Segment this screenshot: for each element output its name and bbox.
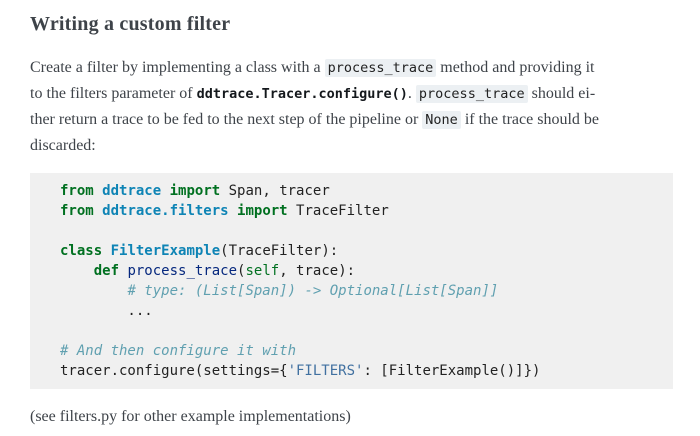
- code-token: [94, 203, 102, 219]
- code-token: # type: (List[Span]) -> Optional[List[Sp…: [127, 283, 499, 299]
- paragraph-line: Create a filter by implementing a class …: [30, 55, 688, 81]
- code-token: [102, 243, 110, 259]
- code-token: Span, tracer: [220, 183, 330, 199]
- text-segment: ther return a trace to be fed to the nex…: [30, 111, 423, 128]
- code-token: [94, 183, 102, 199]
- code-token: , trace):: [279, 263, 356, 279]
- text-segment: .: [407, 85, 416, 102]
- code-line: [60, 221, 643, 241]
- code-line: class FilterExample(TraceFilter):: [60, 241, 643, 261]
- code-token: from: [60, 183, 94, 199]
- code-token: [60, 283, 127, 299]
- code-token: tracer.configure(settings={: [60, 363, 288, 379]
- code-token: (TraceFilter):: [220, 243, 339, 259]
- code-line: def process_trace(self, trace):: [60, 261, 643, 281]
- text-segment: discarded:: [30, 137, 96, 154]
- code-line: from ddtrace.filters import TraceFilter: [60, 201, 643, 221]
- code-token: TraceFilter: [287, 203, 389, 219]
- inline-code: process_trace: [415, 85, 528, 103]
- paragraph-line: to the filters parameter of ddtrace.Trac…: [30, 81, 688, 107]
- paragraph-line: discarded:: [30, 133, 688, 159]
- code-token: : [FilterExample()]}): [363, 363, 541, 379]
- code-token: [229, 203, 237, 219]
- code-line: tracer.configure(settings={'FILTERS': [F…: [60, 361, 643, 381]
- inline-code: process_trace: [324, 59, 437, 77]
- section-heading: Writing a custom filter: [30, 13, 231, 35]
- paragraph-line: ther return a trace to be fed to the nex…: [30, 107, 688, 133]
- inline-code: None: [422, 111, 461, 129]
- code-token: ddtrace.filters: [102, 203, 229, 219]
- code-line: ...: [60, 301, 643, 321]
- code-reference: ddtrace.Tracer.configure(): [196, 86, 408, 102]
- code-token: (: [237, 263, 246, 279]
- code-token: process_trace: [127, 263, 238, 279]
- code-token: from: [60, 203, 94, 219]
- code-token: [161, 183, 169, 199]
- code-token: import: [169, 183, 221, 199]
- code-token: ddtrace: [102, 183, 162, 199]
- code-line: # type: (List[Span]) -> Optional[List[Sp…: [60, 281, 643, 301]
- code-token: # And then configure it with: [60, 343, 297, 359]
- footnote-paragraph: (see filters.py for other example implem…: [30, 408, 351, 425]
- code-token: ...: [60, 303, 153, 319]
- code-line: from ddtrace import Span, tracer: [60, 181, 643, 201]
- text-segment: Create a filter by implementing a class …: [30, 59, 325, 76]
- code-token: FilterExample: [110, 243, 221, 259]
- code-token: class: [60, 243, 103, 259]
- code-line: [60, 321, 643, 341]
- text-segment: method and providing it: [436, 59, 595, 76]
- code-token: import: [237, 203, 288, 219]
- code-token: def: [93, 263, 120, 279]
- code-token: [60, 263, 94, 279]
- text-segment: to the filters parameter of: [30, 85, 197, 102]
- text-segment: should ei-: [527, 85, 596, 102]
- code-token: self: [245, 263, 280, 279]
- code-token: 'FILTERS': [287, 363, 364, 379]
- text-segment: if the trace should be: [460, 111, 599, 128]
- intro-paragraph: Create a filter by implementing a class …: [30, 55, 688, 159]
- code-line: # And then configure it with: [60, 341, 643, 361]
